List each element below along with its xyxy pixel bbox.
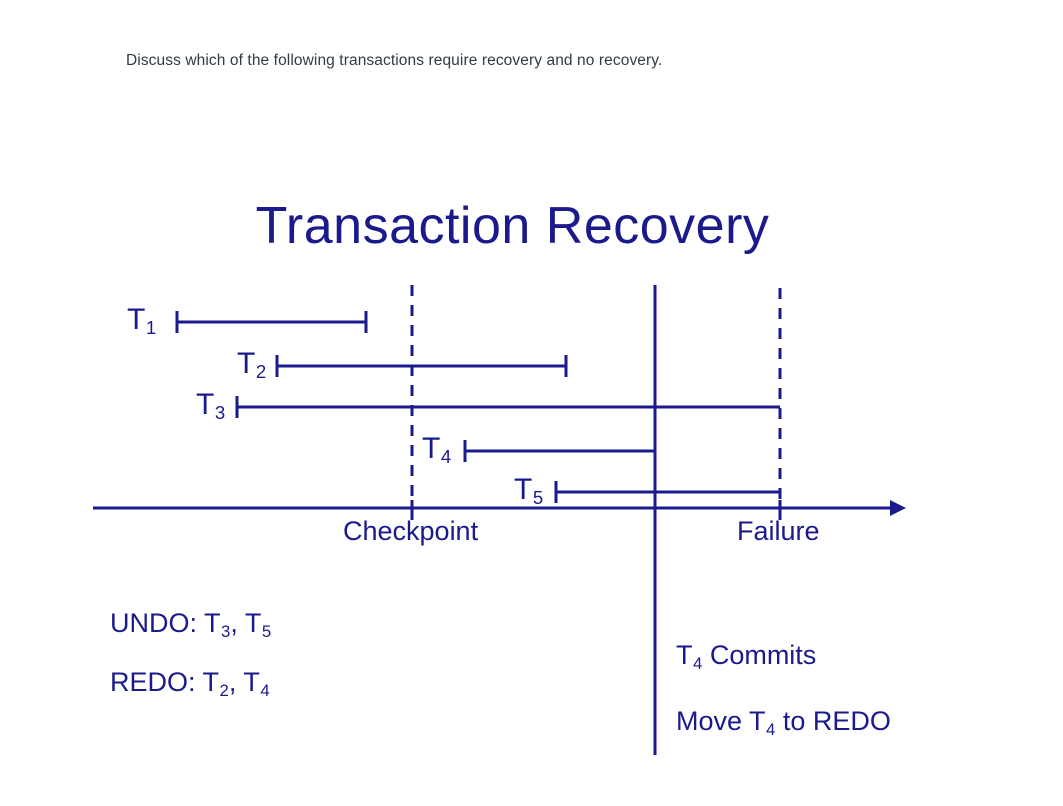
intro-paragraph: Discuss which of the following transacti… bbox=[126, 52, 663, 69]
move-note-suffix: to REDO bbox=[775, 706, 891, 736]
redo-sub-2: 4 bbox=[260, 680, 270, 700]
commit-note-suffix: Commits bbox=[702, 640, 817, 670]
redo-sub-1: 2 bbox=[219, 680, 229, 700]
move-note-prefix: Move T bbox=[676, 706, 766, 736]
commit-note-sub: 4 bbox=[693, 653, 703, 673]
txn-label-t1: T1 bbox=[127, 303, 156, 339]
txn-label-t2-sub: 2 bbox=[255, 361, 267, 383]
axis-arrowhead bbox=[890, 500, 906, 516]
move-to-redo-note: Move T4 to REDO bbox=[676, 706, 891, 740]
txn-label-t5-sub: 5 bbox=[532, 487, 544, 509]
txn-label-t4: T4 bbox=[422, 432, 451, 468]
commit-note-prefix: T bbox=[676, 640, 693, 670]
txn-label-t4-sub: 4 bbox=[440, 446, 452, 468]
txn-label-t3-sub: 3 bbox=[214, 402, 226, 424]
txn-label-t2: T2 bbox=[237, 347, 266, 383]
redo-separator: , T bbox=[228, 667, 260, 697]
txn-label-t5-base: T bbox=[514, 473, 533, 506]
commit-note: T4 Commits bbox=[676, 640, 816, 674]
txn-label-t1-base: T bbox=[127, 303, 146, 336]
txn-label-t3: T3 bbox=[196, 388, 225, 424]
txn-label-t5: T5 bbox=[514, 473, 543, 509]
undo-sub-1: 3 bbox=[221, 621, 231, 641]
page-title: Transaction Recovery bbox=[255, 197, 770, 255]
txn-label-t4-base: T bbox=[422, 432, 441, 465]
undo-separator: , T bbox=[230, 608, 262, 638]
failure-label: Failure bbox=[737, 516, 820, 546]
move-note-sub: 4 bbox=[766, 719, 776, 739]
checkpoint-label: Checkpoint bbox=[343, 516, 479, 546]
txn-label-t2-base: T bbox=[237, 347, 256, 380]
txn-label-t1-sub: 1 bbox=[145, 317, 157, 339]
redo-list: REDO: T2, T4 bbox=[110, 667, 270, 701]
undo-prefix: UNDO: T bbox=[110, 608, 221, 638]
undo-sub-2: 5 bbox=[261, 621, 272, 641]
undo-list: UNDO: T3, T5 bbox=[110, 608, 271, 642]
redo-prefix: REDO: T bbox=[110, 667, 220, 697]
txn-label-t3-base: T bbox=[196, 388, 215, 421]
